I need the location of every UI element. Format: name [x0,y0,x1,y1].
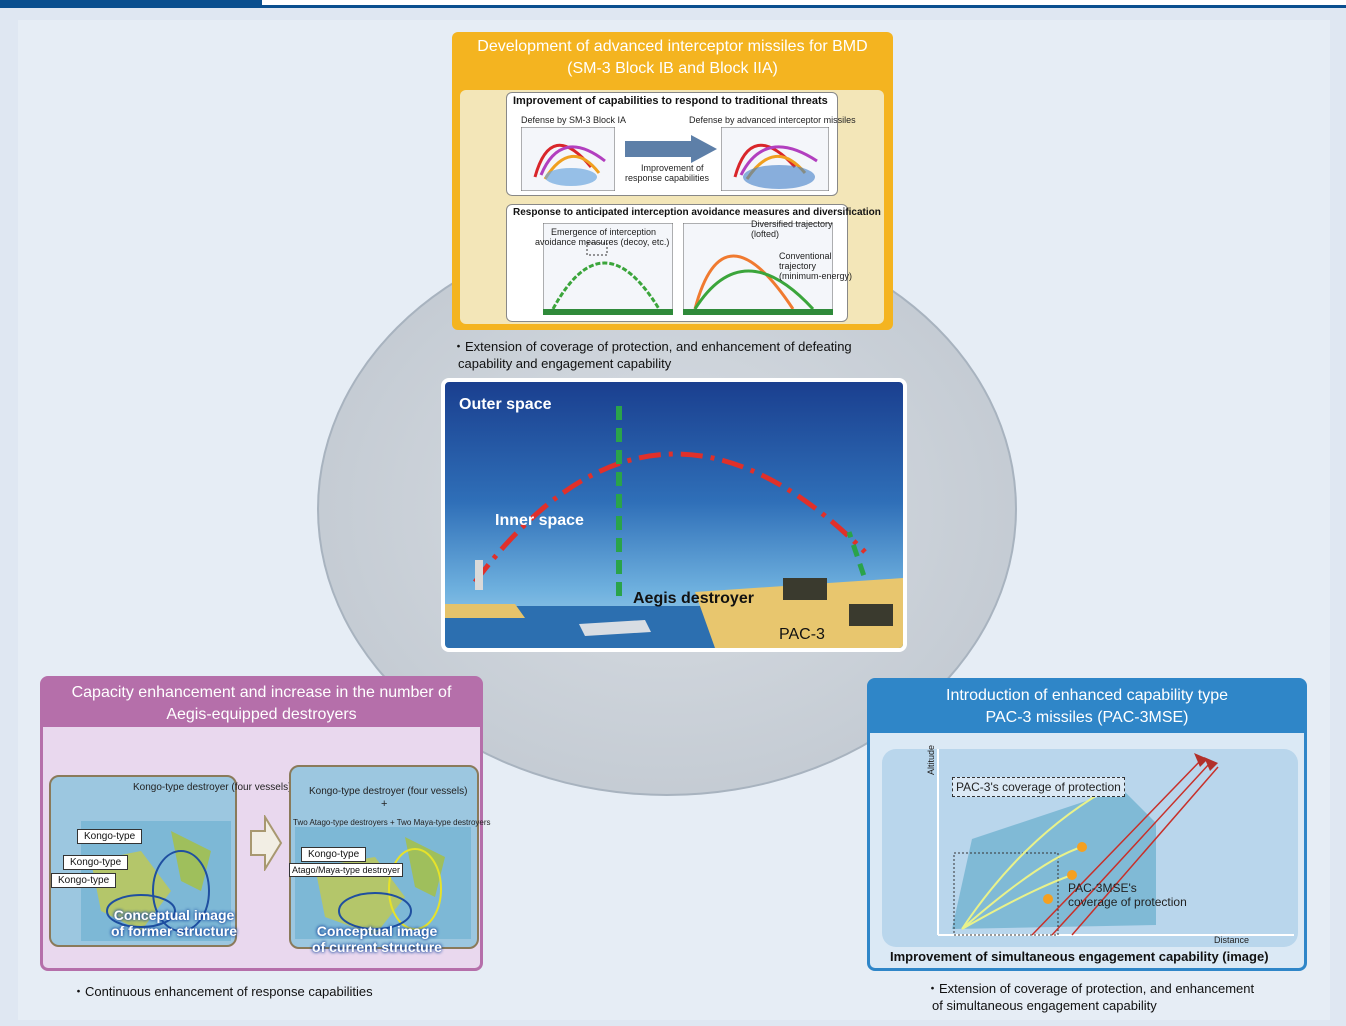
aegis-caption: ・Continuous enhancement of response capa… [72,984,373,999]
lofted-diagram [683,223,833,315]
bmd-inner: Improvement of capabilities to respond t… [460,90,884,324]
interception-trajectory [445,406,903,648]
sm3-ia-diagram [521,127,615,191]
former-structure-label: Conceptual image of former structure [110,907,238,939]
aegis-panel: Capacity enhancement and increase in the… [40,676,491,971]
pac-chart-area: Altitude Distance PAC-3's coverage of pr… [882,745,1298,947]
aegis-destroyer-label: Aegis destroyer [633,590,754,607]
bmd-caption: ・Extension of coverage of protection, an… [452,339,852,371]
pac-coverage-diagram [937,749,1294,936]
inner-space-label: Inner space [495,512,584,529]
former-structure-map [49,775,237,947]
outer-space-label: Outer space [459,396,552,413]
aegis-title: Capacity enhancement and increase in the… [43,679,480,727]
bmd-scene-image: Outer space Inner space Aegis destroyer … [441,378,907,652]
japan-map-current [295,827,471,939]
bmd-title: Development of advanced interceptor miss… [477,38,868,77]
arrow-right-icon [250,815,283,871]
current-structure-label: Conceptual image of current structure [312,923,442,955]
pac3-label: PAC-3 [779,626,825,643]
advanced-interceptor-diagram [721,127,829,191]
trajectories-box: Response to anticipated interception avo… [506,204,884,322]
current-structure-map [289,765,479,949]
decoy-diagram [543,223,673,315]
top-bar [0,0,1346,8]
traditional-threats-box: Improvement of capabilities to respond t… [506,92,856,196]
pac-title: Introduction of enhanced capability type… [870,681,1304,733]
pac-footer: Improvement of simultaneous engagement c… [890,949,1269,964]
pac-caption: ・Extension of coverage of protection, an… [926,981,1255,1013]
pac-panel: Introduction of enhanced capability type… [867,678,1307,971]
arrow-icon [625,135,717,163]
bmd-panel: Development of advanced interceptor miss… [452,32,893,330]
